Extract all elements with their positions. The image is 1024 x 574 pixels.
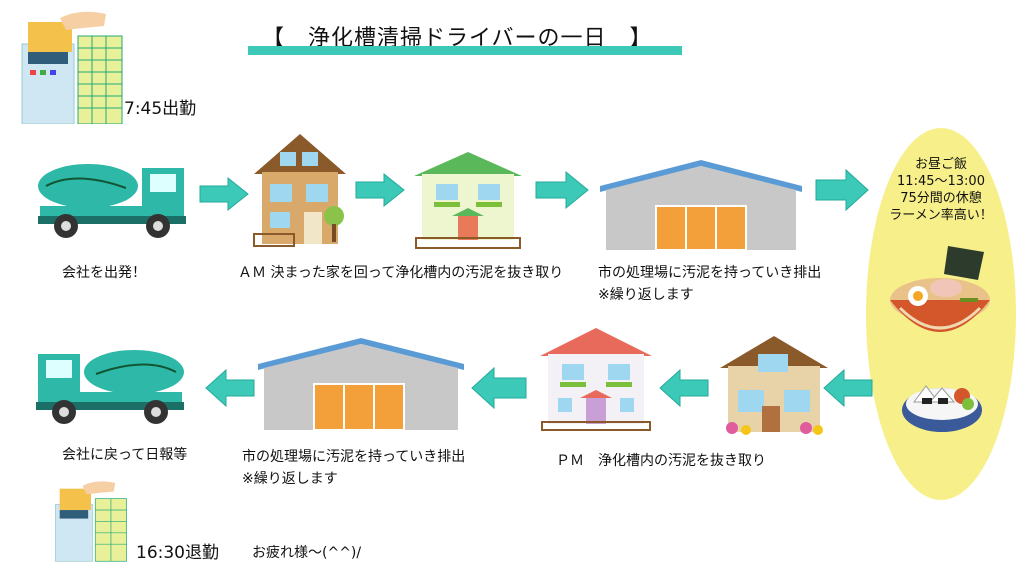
- bento-box-icon: [900, 378, 984, 434]
- arrow-left-icon: [470, 366, 528, 410]
- arrow-right-icon: [354, 172, 406, 208]
- arrow-right-icon: [534, 170, 590, 210]
- arrow-right-icon: [198, 176, 250, 212]
- arrow-left-icon: [204, 368, 256, 408]
- afternoon-dump-caption: 市の処理場に汚泥を持っていき排出: [242, 449, 466, 465]
- morning-repeat-note: ※繰り返します: [598, 287, 694, 303]
- arrow-left-icon: [822, 368, 874, 408]
- lunch-heading: お昼ご飯: [914, 157, 967, 172]
- depart-caption: 会社を出発！: [62, 265, 146, 281]
- lunch-time: 11:45～13:00: [897, 174, 985, 189]
- morning-dump-caption: 市の処理場に汚泥を持っていき排出: [598, 265, 822, 281]
- timecard-machine-icon: [54, 478, 128, 562]
- pink-roof-house-icon: [538, 326, 654, 432]
- lunch-ramen-note: ラーメン率高い！: [889, 208, 993, 223]
- arrow-left-icon: [658, 368, 710, 408]
- arrow-right-icon: [814, 168, 870, 212]
- green-house-icon: [412, 150, 524, 250]
- lunch-text: お昼ご飯 11:45～13:00 75分間の休憩 ラーメン率高い！: [866, 156, 1016, 224]
- afternoon-repeat-note: ※繰り返します: [242, 471, 338, 487]
- vacuum-truck-icon: [34, 346, 186, 426]
- afternoon-visit-caption: ＰＭ 浄化槽内の汚泥を抜き取り: [556, 453, 766, 469]
- morning-visit-caption: ＡＭ 決まった家を回って浄化槽内の汚泥を抜き取り: [238, 265, 564, 281]
- vacuum-truck-icon: [36, 160, 188, 240]
- closing-note: お疲れ様～(^^)/: [252, 545, 362, 561]
- ramen-icon: [886, 244, 1006, 354]
- return-caption: 会社に戻って日報等: [62, 447, 188, 463]
- warehouse-icon: [598, 156, 804, 250]
- warehouse-icon: [256, 334, 466, 430]
- tan-house-icon: [718, 334, 830, 438]
- clock-in-time: 7:45出勤: [124, 99, 197, 119]
- clock-out-time: 16:30退勤: [136, 543, 219, 563]
- brown-house-icon: [250, 130, 350, 248]
- lunch-duration: 75分間の休憩: [900, 191, 982, 206]
- title-underline: [248, 46, 682, 55]
- timecard-machine-icon: [20, 8, 124, 124]
